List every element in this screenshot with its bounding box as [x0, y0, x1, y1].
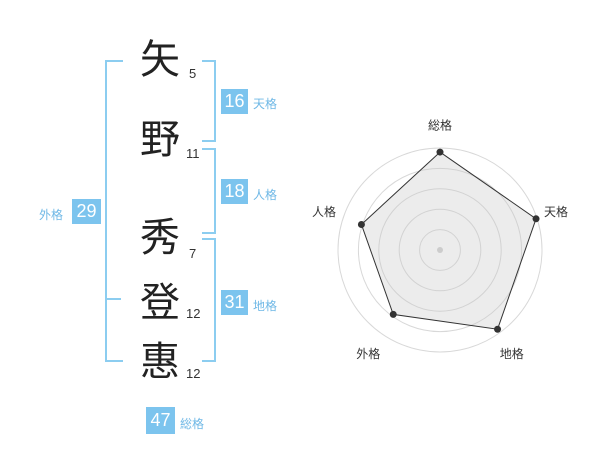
radar-data-polygon	[360, 151, 537, 330]
stroke-count-3: 7	[189, 246, 197, 261]
radar-axis-label-3: 外格	[356, 346, 380, 361]
jinkaku-score-box: 18	[221, 179, 248, 204]
gaikaku-label: 外格	[39, 208, 64, 222]
tenkaku-score-box: 16	[221, 89, 248, 114]
jinkaku-label: 人格	[253, 188, 278, 202]
radar-axis-label-0: 総格	[428, 118, 452, 133]
stroke-count-4: 12	[186, 306, 201, 321]
tenkaku-bracket	[202, 60, 216, 142]
chikaku-bracket	[202, 238, 216, 362]
tenkaku-label: 天格	[253, 97, 278, 111]
radar-axis-label-2: 地格	[500, 346, 524, 361]
chikaku-score-box: 31	[221, 290, 248, 315]
radar-ring-3	[378, 188, 502, 312]
radar-point-2	[494, 325, 502, 333]
jinkaku-bracket	[202, 148, 216, 234]
gaikaku-score-box: 29	[72, 199, 101, 224]
gaikaku-bracket-tick	[105, 298, 121, 300]
name-char-3: 秀	[140, 215, 180, 261]
radar-point-0	[436, 148, 444, 156]
radar-point-3	[389, 310, 397, 318]
stroke-count-5: 12	[186, 366, 201, 381]
radar-ring-2	[398, 208, 482, 292]
gaikaku-bracket	[105, 60, 123, 362]
radar-ring-4	[357, 167, 523, 333]
stroke-count-1: 5	[189, 66, 197, 81]
radar-point-4	[357, 220, 365, 228]
radar-center-dot	[437, 247, 443, 253]
stroke-count-2: 11	[186, 146, 200, 161]
name-char-1: 矢	[140, 37, 180, 83]
name-char-4: 登	[140, 280, 180, 326]
chikaku-label: 地格	[253, 299, 278, 313]
radar-ring-1	[419, 229, 461, 271]
radar-ring-5	[337, 147, 543, 353]
name-char-5: 惠	[140, 339, 180, 385]
soukaku-label: 総格	[180, 417, 205, 431]
radar-point-1	[532, 215, 540, 223]
soukaku-score-box: 47	[146, 407, 175, 434]
radar-axis-label-4: 人格	[312, 204, 336, 219]
name-char-2: 野	[140, 117, 180, 163]
radar-axis-label-1: 天格	[544, 204, 568, 219]
